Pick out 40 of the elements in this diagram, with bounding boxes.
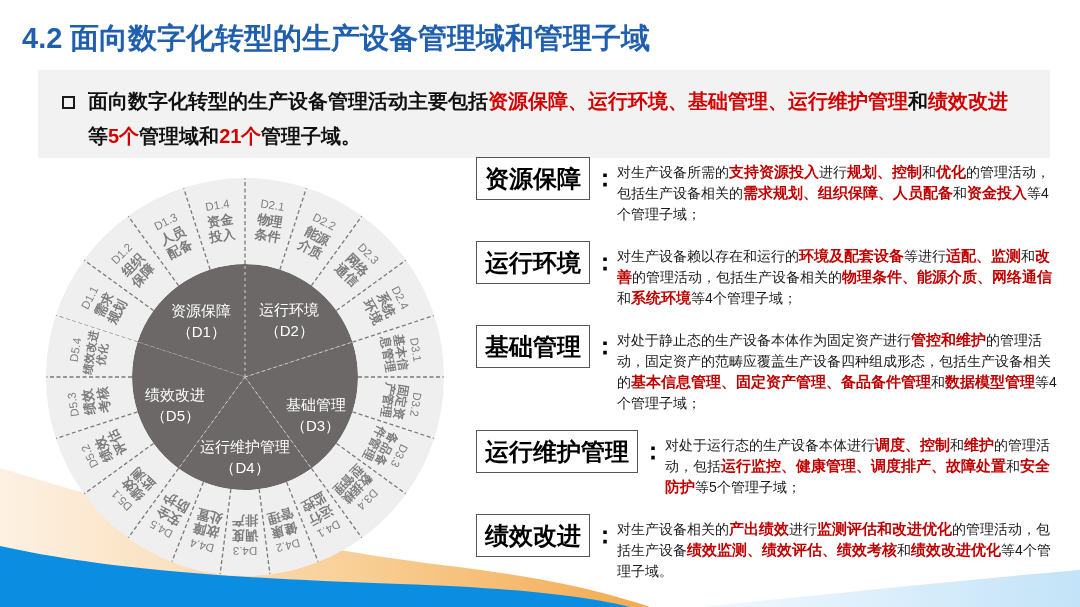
domain-name: 资源保障	[171, 301, 232, 322]
domain-code: （D2）	[263, 321, 315, 342]
domain-heading: 基础管理	[476, 325, 590, 368]
domain-heading: 资源保障	[476, 157, 590, 200]
domain-heading: 运行维护管理	[476, 430, 638, 473]
heading-colon: ：	[593, 331, 617, 361]
subdomain-name: 物理条件	[253, 211, 284, 245]
domain-code: （D1）	[175, 322, 227, 343]
domain-name: 运行环境	[259, 300, 320, 321]
description-text: 对生产设备赖以存在和运行的环境及配套设备等进行适配、监测和改善的管理活动，包括生产设备相关的物理条件、能源介质、网络通信和系统环境等4个管理子域；	[617, 247, 1053, 308]
heading-colon: ：	[593, 520, 617, 550]
domain-heading: 运行环境	[476, 241, 590, 284]
subdomain-code: D5.3	[65, 390, 81, 418]
subdomain-name: 固定资产管理	[377, 380, 410, 421]
subdomain-code: D4.3	[232, 544, 258, 558]
domain-name: 运行维护管理	[200, 437, 290, 457]
description-text: 对生产设备相关的产出绩效进行监测评估和改进优化的管理活动，包括生产设备绩效监测、绩效评估、绩效考核和绩效改进优化等4个管理子域。	[617, 520, 1052, 581]
heading-colon: ：	[593, 163, 617, 193]
domain-code: （D5）	[149, 406, 202, 427]
domain-name: 基础管理	[285, 394, 346, 415]
subdomain-name: 绩效考核	[79, 385, 113, 416]
heading-colon: ：	[641, 436, 665, 466]
text-panel	[38, 70, 1050, 158]
subdomain-name: 基本信息管理	[377, 333, 410, 374]
description-text: 对处于静止态的生产设备本体作为固定资产进行管控和维护的管理活动，固定资产的范畴应覆盖生产设备四种组成形态，包括生产设备相关的基本信息管理、固定资产管理、备品备件管理和数据模型管理等4个管理子域；	[617, 331, 1058, 413]
heading-colon: ：	[593, 247, 617, 277]
domain-heading: 绩效改进	[476, 514, 590, 557]
subdomain-code: D3.1	[407, 336, 425, 363]
description-text: 对生产设备所需的支持资源投入进行规划、控制和优化的管理活动，包括生产设备相关的需求规划、组织保障、人员配备和资金投入等4个管理子域；	[617, 163, 1051, 224]
subdomain-code: D3.2	[408, 391, 425, 419]
description-text: 对处于运行态的生产设备本体进行调度、控制和维护的管理活动，包括运行监控、健康管理、调度排产、故障处置和安全防护等5个管理子域；	[665, 436, 1051, 497]
subdomain-code: D1.4	[204, 197, 232, 213]
subdomain-name: 资金投入	[206, 211, 237, 245]
intro-text: 面向数字化转型的生产设备管理活动主要包括资源保障、运行环境、基础管理、运行维护管理和绩效改进等5个管理域和21个管理子域。	[88, 89, 1009, 149]
domain-code: （D4）	[219, 458, 271, 478]
subdomain-name: 调度排产	[232, 512, 258, 543]
slide-title: 4.2 面向数字化转型的生产设备管理域和管理子域	[22, 21, 651, 56]
domain-code: （D3）	[290, 415, 342, 436]
subdomain-code: D2.1	[258, 197, 286, 213]
domain-name: 绩效改进	[145, 385, 206, 406]
